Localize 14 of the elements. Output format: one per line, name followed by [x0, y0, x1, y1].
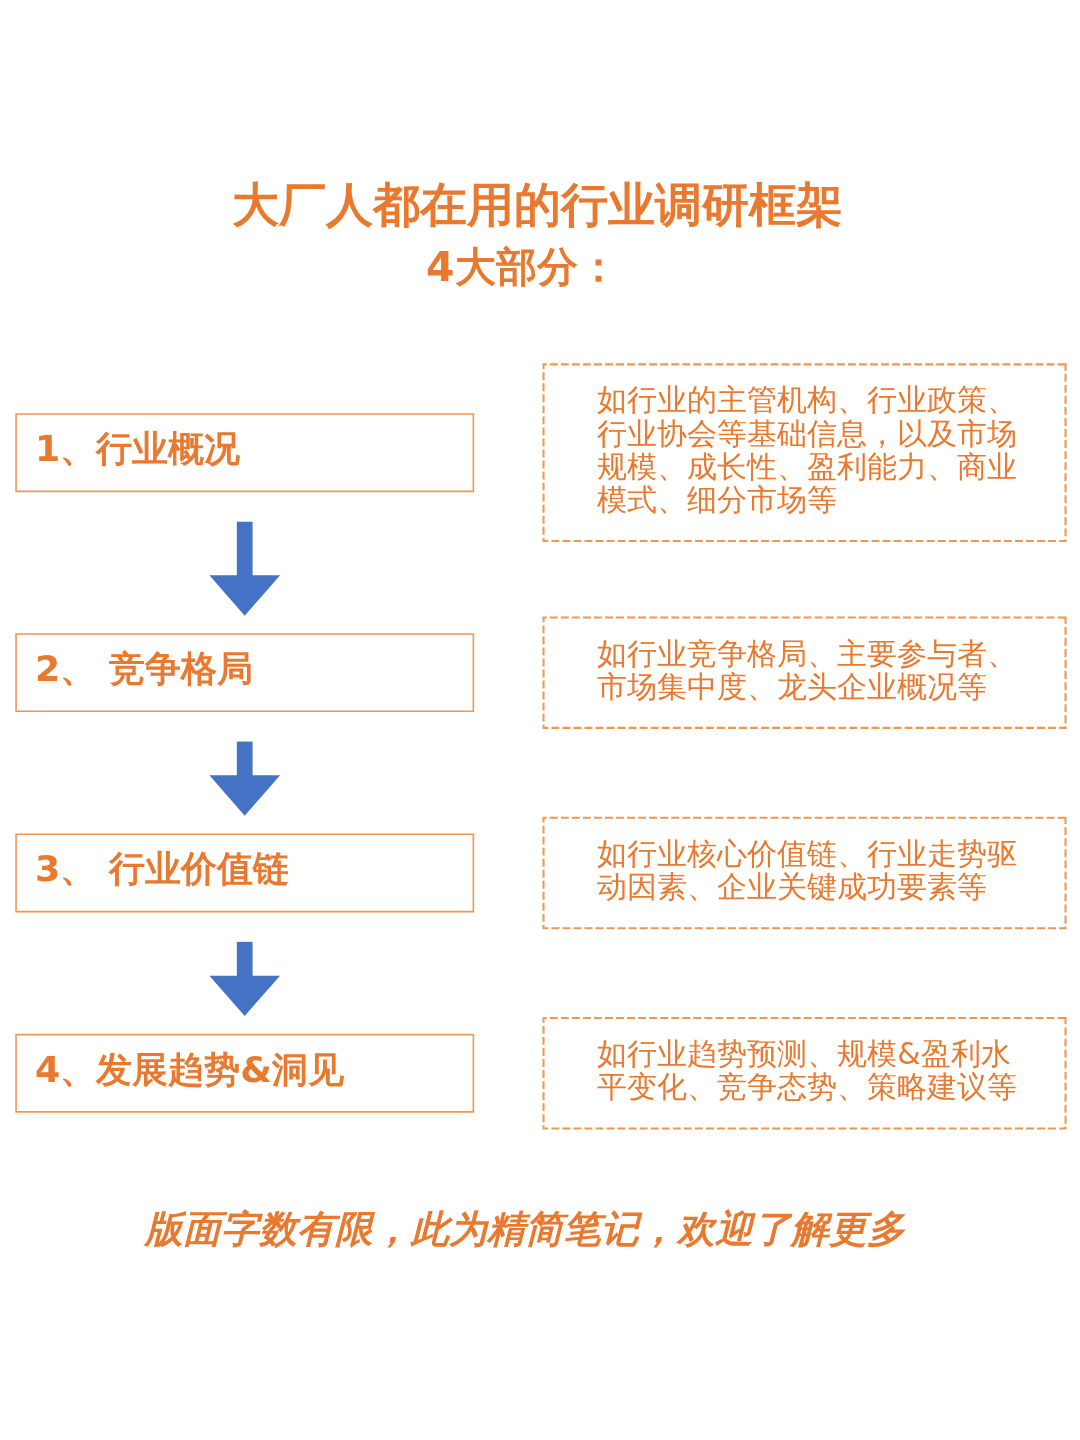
caption: 版面字数有限，此为精简笔记，欢迎了解更多 — [144, 1206, 905, 1251]
label: 4大部分： — [426, 242, 619, 291]
node-box: 如行业的主管机构、行业政策、行业协会等基础信息，以及市场规模、成长性、盈利能力、商业模式、细分市场等 — [542, 363, 1067, 543]
arrow — [209, 941, 281, 1016]
arrow — [209, 521, 281, 616]
node-box: 4、发展趋势&洞见 — [15, 1033, 475, 1113]
node-box: 如行业趋势预测、规模&盈利水平变化、竞争态势、策略建议等 — [542, 1017, 1067, 1130]
node-box: 2、 竞争格局 — [15, 633, 475, 713]
node-box: 如行业竞争格局、主要参与者、市场集中度、龙头企业概况等 — [542, 616, 1067, 729]
arrow — [209, 741, 281, 816]
node-box: 如行业核心价值链、行业走势驱动因素、企业关键成功要素等 — [542, 816, 1067, 930]
diagram-title: 大厂人都在用的行业调研框架 — [231, 176, 843, 232]
node-box: 3、 行业价值链 — [15, 833, 475, 913]
node-box: 1、行业概况 — [15, 413, 475, 493]
